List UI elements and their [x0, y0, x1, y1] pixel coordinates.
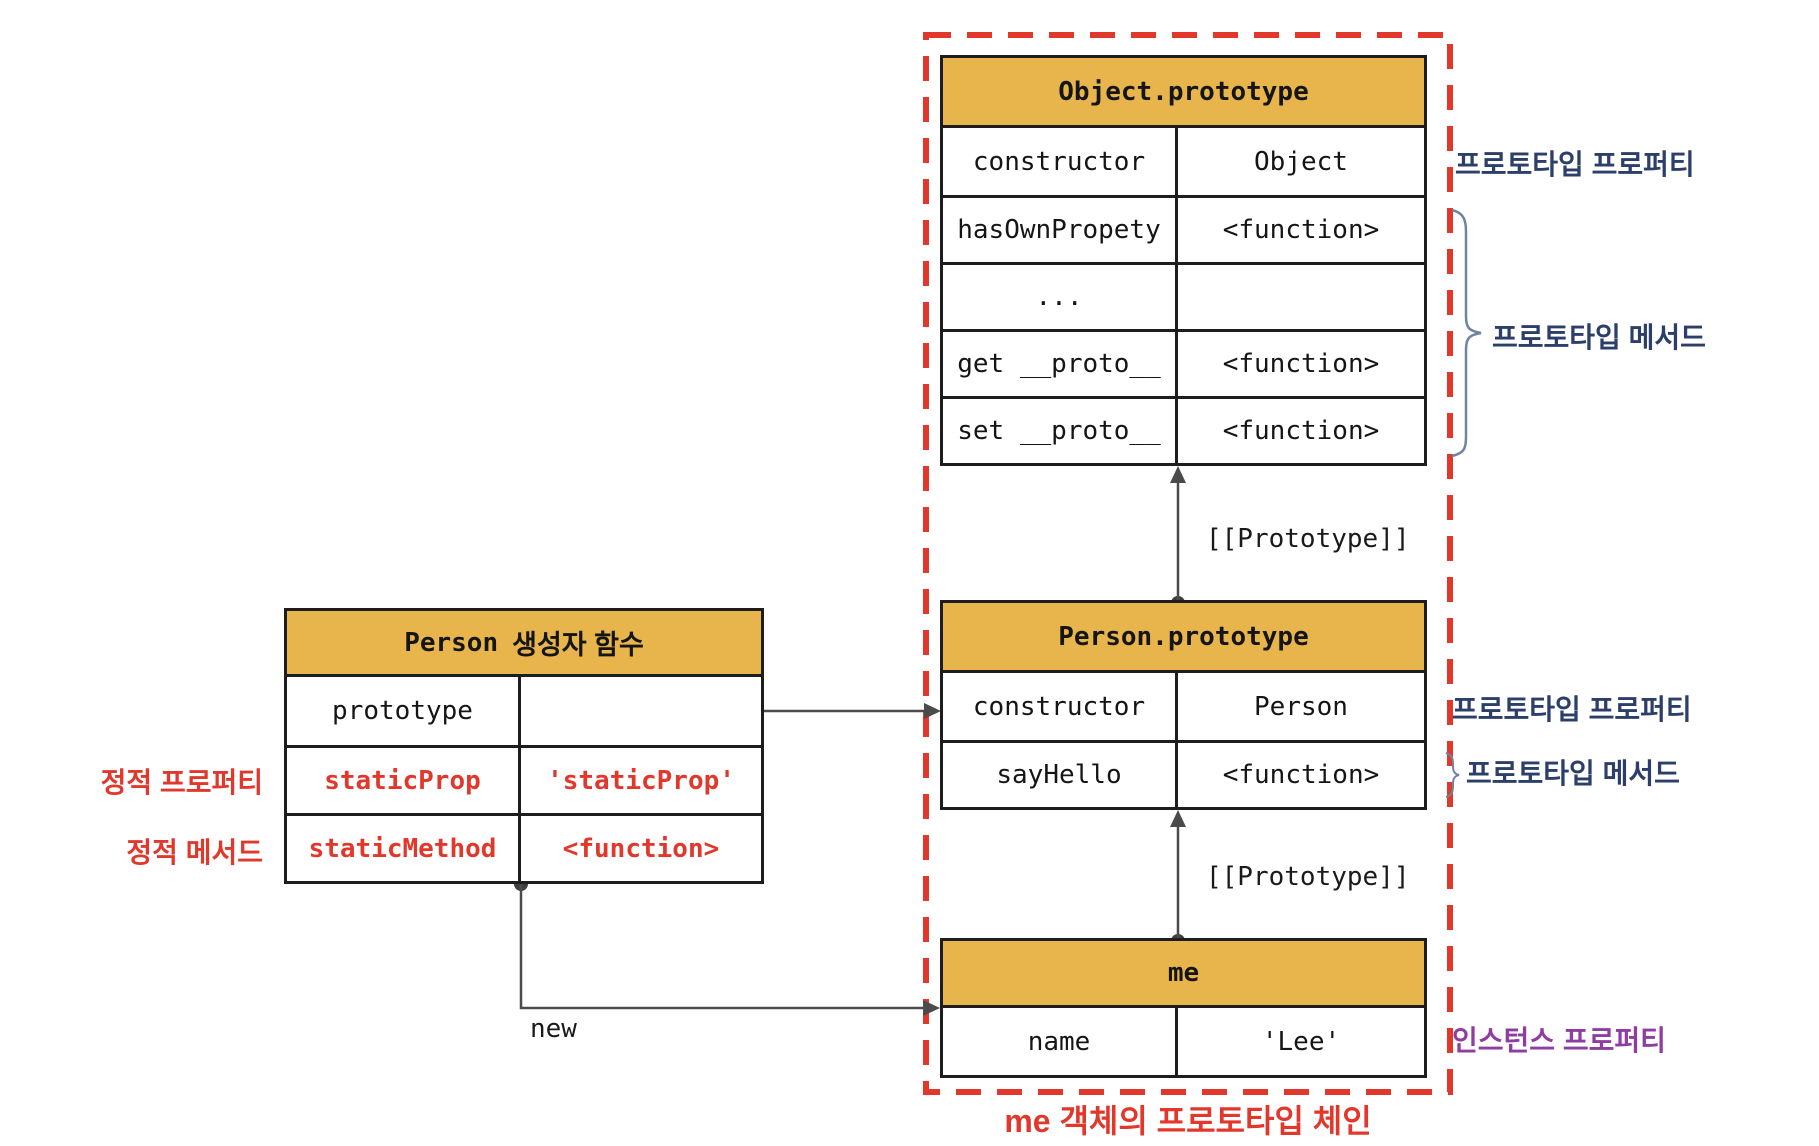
- row-key: constructor: [943, 128, 1178, 195]
- row-value: <function>: [562, 833, 720, 864]
- row-key: staticProp: [287, 748, 521, 813]
- prototype-property-label-mid: 프로토타입 프로퍼티: [1452, 694, 1692, 725]
- new-arrow-line: [519, 884, 928, 1010]
- lower-proto-arrowhead: [1170, 810, 1186, 827]
- instance-property-label: 인스턴스 프로퍼티: [1452, 1025, 1666, 1056]
- person-constructor-title-korean: 생성자 함수: [512, 630, 644, 660]
- upper-prototype-link-label: [[Prototype]]: [1206, 524, 1410, 554]
- person-prototype-title: Person.prototype: [1058, 621, 1309, 652]
- row-value: Object: [1254, 146, 1348, 177]
- person-prototype-table: Person.prototype constructor Person sayH…: [940, 600, 1427, 810]
- table-row: set __proto__ <function>: [943, 396, 1424, 463]
- row-key: ...: [943, 265, 1178, 329]
- table-row: staticProp 'staticProp': [287, 745, 761, 813]
- row-value: <function>: [1222, 349, 1380, 379]
- object-prototype-table-header: Object.prototype: [943, 58, 1424, 128]
- row-key: prototype: [287, 677, 521, 745]
- new-arrowhead: [923, 1000, 940, 1016]
- table-row: name 'Lee': [943, 1008, 1424, 1075]
- prototype-methods-brace: [1451, 208, 1482, 458]
- table-row: get __proto__ <function>: [943, 329, 1424, 396]
- table-row: prototype: [287, 677, 761, 745]
- diagram-caption: me 객체의 프로토타입 체인: [1004, 1103, 1372, 1139]
- table-row: constructor Object: [943, 128, 1424, 195]
- row-key: constructor: [943, 673, 1178, 740]
- prototype-method-label-mid: 프로토타입 메서드: [1466, 758, 1680, 789]
- upper-proto-arrowhead: [1170, 466, 1186, 483]
- person-constructor-table: Person 생성자 함수 prototype staticProp 'stat…: [284, 608, 764, 884]
- person-constructor-table-header: Person 생성자 함수: [287, 611, 761, 677]
- row-value: <function>: [1222, 215, 1380, 245]
- row-key: hasOwnPropety: [943, 198, 1178, 262]
- table-row: hasOwnPropety <function>: [943, 195, 1424, 262]
- static-property-label: 정적 프로퍼티: [100, 767, 263, 798]
- person-constructor-title-code: Person: [404, 627, 499, 658]
- table-row: constructor Person: [943, 673, 1424, 740]
- new-keyword-label: new: [530, 1014, 577, 1044]
- prototype-property-label-top: 프로토타입 프로퍼티: [1455, 149, 1695, 180]
- prototype-method-label-top: 프로토타입 메서드: [1492, 322, 1706, 353]
- row-value: [1178, 265, 1424, 329]
- object-prototype-table: Object.prototype constructor Object hasO…: [940, 55, 1427, 466]
- row-key: sayHello: [943, 743, 1178, 807]
- table-row: sayHello <function>: [943, 740, 1424, 807]
- lower-prototype-link-label: [[Prototype]]: [1206, 862, 1410, 892]
- prototype-ref-arrowhead: [924, 703, 941, 719]
- row-value: <function>: [1222, 760, 1380, 790]
- row-value: 'Lee': [1261, 1026, 1341, 1057]
- row-key: get __proto__: [943, 332, 1178, 396]
- static-method-label: 정적 메서드: [126, 837, 263, 868]
- object-prototype-title: Object.prototype: [1058, 76, 1309, 107]
- row-value: [521, 677, 761, 745]
- row-key: staticMethod: [287, 816, 521, 881]
- row-value: <function>: [1222, 416, 1380, 446]
- me-title: me: [1167, 958, 1200, 988]
- row-key: name: [943, 1008, 1178, 1075]
- row-key: set __proto__: [943, 399, 1178, 463]
- person-prototype-table-header: Person.prototype: [943, 603, 1424, 673]
- row-value: Person: [1254, 691, 1348, 722]
- table-row: ...: [943, 262, 1424, 329]
- row-value: 'staticProp': [547, 765, 735, 796]
- me-table-header: me: [943, 941, 1424, 1008]
- table-row: staticMethod <function>: [287, 813, 761, 881]
- me-table: me name 'Lee': [940, 938, 1427, 1078]
- sayhello-method-brace: [1445, 752, 1460, 798]
